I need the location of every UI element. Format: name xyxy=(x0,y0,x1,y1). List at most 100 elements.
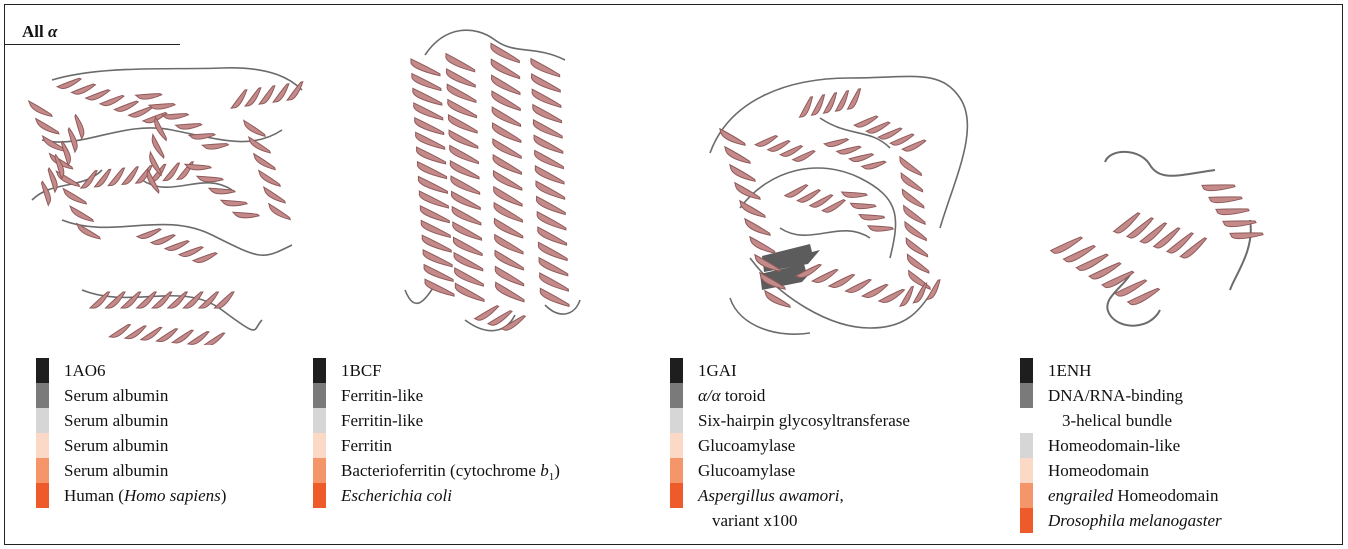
color-swatch xyxy=(1020,458,1033,483)
legend-row: Ferritin xyxy=(313,433,560,458)
helix-turn xyxy=(81,171,97,189)
color-swatch xyxy=(1020,483,1033,508)
legend-row: variant x100 xyxy=(670,508,910,533)
legend-row: 1GAI xyxy=(670,358,910,383)
helix-turn xyxy=(221,200,247,206)
helix-turn xyxy=(540,273,569,291)
helix-turn xyxy=(824,93,837,113)
helix-turn xyxy=(100,95,124,105)
legend-text: Glucoamylase xyxy=(698,436,795,455)
helix-turn xyxy=(450,161,479,179)
legend-text: Escherichia coli xyxy=(341,486,452,505)
legend-text: DNA/RNA-binding xyxy=(1048,386,1183,405)
legend-text: 1ENH xyxy=(1048,361,1091,380)
helix-turn xyxy=(491,59,520,78)
helix-turn xyxy=(149,104,175,110)
helix-turn xyxy=(71,84,95,94)
helix-turn xyxy=(862,284,888,297)
helix-turn xyxy=(493,139,522,158)
helix-turn xyxy=(901,173,922,192)
helix-turn xyxy=(824,139,848,147)
helix-turn xyxy=(202,144,228,150)
helix-group xyxy=(29,78,303,345)
legend-row: Serum albumin xyxy=(36,408,226,433)
helix-turn xyxy=(900,157,921,176)
helix-turn xyxy=(765,291,790,308)
helix-turn xyxy=(412,74,441,91)
helix-turn xyxy=(730,165,755,182)
helix-turn xyxy=(455,283,484,301)
color-swatch xyxy=(670,458,683,483)
legend-row: Aspergillus awamori, xyxy=(670,483,910,508)
helix-turn xyxy=(862,161,886,169)
legend-text: Aspergillus awamori xyxy=(698,486,840,505)
helix-turn xyxy=(165,241,189,251)
helix-turn xyxy=(495,235,524,254)
legend-text: ) xyxy=(221,486,227,505)
legend-1bcf: 1BCFFerritin-likeFerritin-likeFerritinBa… xyxy=(313,358,560,508)
helix-turn xyxy=(475,306,499,321)
helix-turn xyxy=(244,120,265,136)
helix-turn xyxy=(859,214,884,219)
legend-text: Ferritin-like xyxy=(341,411,423,430)
helix-turn xyxy=(492,123,521,142)
helix-turn xyxy=(850,203,875,208)
structure-1ao6 xyxy=(22,60,312,345)
color-swatch xyxy=(313,483,326,508)
legend-text: Glucoamylase xyxy=(698,461,795,480)
color-swatch xyxy=(1020,383,1033,408)
helix-turn xyxy=(264,187,285,203)
helix-turn xyxy=(845,279,871,292)
helix-turn xyxy=(1051,237,1083,253)
helix-turn xyxy=(421,220,450,237)
helix-turn xyxy=(905,222,926,241)
helix-turn xyxy=(842,192,867,197)
helix-turn xyxy=(136,94,162,100)
helix-turn xyxy=(902,189,923,208)
helix-turn xyxy=(725,147,750,164)
helix-turn xyxy=(535,166,564,184)
helix-turn xyxy=(533,120,562,138)
legend-text: 1AO6 xyxy=(64,361,106,380)
helix-turn xyxy=(114,101,138,111)
helix-turn xyxy=(878,128,902,139)
legend-row: Serum albumin xyxy=(36,383,226,408)
legend-row: α/α toroid xyxy=(670,383,910,408)
color-swatch xyxy=(313,383,326,408)
helix-turn xyxy=(233,212,259,218)
helix-turn xyxy=(1216,209,1249,215)
legend-row: 1ENH xyxy=(1020,358,1222,383)
color-swatch xyxy=(313,433,326,458)
helix-turn xyxy=(193,253,217,263)
helix-turn xyxy=(836,91,849,111)
legend-row: Glucoamylase xyxy=(670,433,910,458)
helix-turn xyxy=(36,119,59,134)
helix-turn xyxy=(793,151,815,162)
helix-turn xyxy=(913,283,926,303)
helix-turn xyxy=(536,196,565,214)
helix-turn xyxy=(837,146,861,154)
legend-row: Homeodomain xyxy=(1020,458,1222,483)
helix-turn xyxy=(269,204,290,220)
helix-turn xyxy=(245,88,261,106)
helix-turn xyxy=(259,86,275,104)
legend-text: 1GAI xyxy=(698,361,737,380)
legend-row: Escherichia coli xyxy=(313,483,560,508)
helix-turn xyxy=(447,84,476,102)
legend-text: Homo sapiens xyxy=(124,486,221,505)
helix-turn xyxy=(904,206,925,225)
legend-text: variant x100 xyxy=(712,511,797,530)
helix-turn xyxy=(423,250,452,267)
helix-turn xyxy=(414,103,443,120)
helix-turn xyxy=(68,128,77,152)
helix-turn xyxy=(417,162,446,179)
color-swatch xyxy=(36,383,49,408)
legend-row: Human (Homo sapiens) xyxy=(36,483,226,508)
helix-turn xyxy=(109,324,130,337)
color-swatch xyxy=(1020,433,1033,458)
helix-turn xyxy=(453,222,482,240)
color-swatch xyxy=(36,358,49,383)
helix-turn xyxy=(162,114,188,120)
legend-text: Homeodomain xyxy=(1113,486,1218,505)
